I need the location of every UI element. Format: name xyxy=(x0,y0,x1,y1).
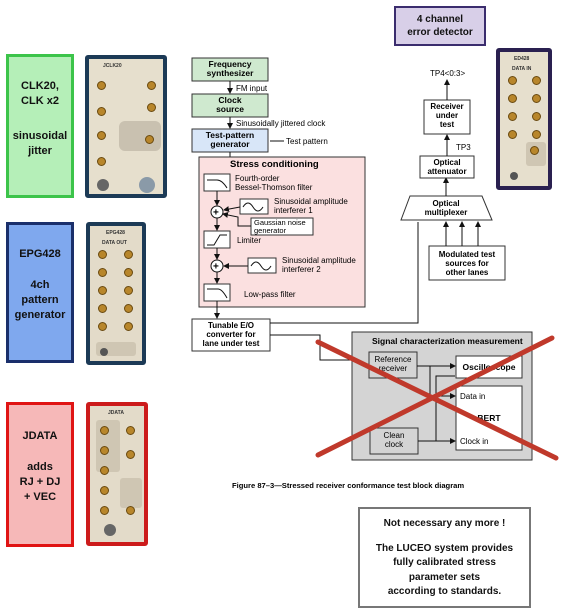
note-line1: Not necessary any more ! xyxy=(383,518,506,529)
fm-input-label: FM input xyxy=(236,84,268,93)
svg-text:+: + xyxy=(213,208,219,219)
receiver-under-test-box xyxy=(423,99,471,135)
data-in-label: Data in xyxy=(460,392,485,401)
epg428-title: EPG428 xyxy=(19,248,61,260)
epg428-instrument-image: EPG428 DATA OUT xyxy=(86,222,146,365)
ed428-logo: ED428 xyxy=(514,56,530,62)
clk20-title: CLK20, CLK x2 xyxy=(21,80,59,107)
clk20-subtitle: sinusoidal jitter xyxy=(12,129,68,157)
jdata-panel: JDATA adds RJ + DJ + VEC xyxy=(6,402,74,547)
red-cross-line-1 xyxy=(315,339,559,461)
clean-clock-box xyxy=(369,427,419,455)
tp4-label: TP4<0:3> xyxy=(430,69,465,78)
svg-text:+: + xyxy=(213,262,219,273)
clock-in-label: Clock in xyxy=(460,437,488,446)
clk20-panel: CLK20, CLK x2 sinusoidal jitter xyxy=(6,54,74,198)
signal-char-title: Signal characterization measurement xyxy=(372,336,523,346)
epg428-subtitle: 4ch pattern generator xyxy=(14,278,66,321)
ed428-data-in-label: DATA IN xyxy=(512,66,532,72)
limiter-label: Limiter xyxy=(237,236,261,245)
bert-label: BERT xyxy=(477,413,501,423)
ed428-instrument-image: ED428 DATA IN xyxy=(496,48,552,190)
epg428-panel: EPG428 4ch pattern generator xyxy=(6,222,74,363)
jdata-title: JDATA xyxy=(22,430,58,442)
bert-box xyxy=(455,385,523,451)
test-pattern-label: Test pattern xyxy=(286,137,328,146)
optical-multiplexer-box xyxy=(400,195,493,221)
jdata-logo: JDATA xyxy=(108,410,124,416)
note-line2: The LUCEO system provides fully calibrat… xyxy=(375,542,514,598)
modulated-sources-box xyxy=(428,245,506,281)
jittered-clock-label: Sinusoidally jittered clock xyxy=(236,119,326,128)
jdata-instrument-image: JDATA xyxy=(86,402,148,546)
tp3-label: TP3 xyxy=(456,143,471,152)
figure-caption: Figure 87–3—Stressed receiver conformanc… xyxy=(232,481,464,490)
jclk20-instrument-image: JCLK20 xyxy=(85,55,167,198)
tunable-eo-converter-box xyxy=(191,318,271,352)
red-cross-line-2 xyxy=(315,335,555,458)
epg428-data-out-label: DATA OUT xyxy=(102,240,127,246)
jdata-subtitle: adds RJ + DJ + VEC xyxy=(19,460,61,503)
low-pass-filter-label: Low-pass filter xyxy=(244,290,296,299)
note-box: Not necessary any more ! The LUCEO syste… xyxy=(358,507,531,608)
epg428-logo: EPG428 xyxy=(106,230,125,236)
reference-receiver-box xyxy=(368,351,418,379)
jclk20-logo: JCLK20 xyxy=(103,63,122,69)
error-detector-label: 4 channel error detector xyxy=(394,6,486,46)
stress-conditioning-title: Stress conditioning xyxy=(230,159,319,170)
